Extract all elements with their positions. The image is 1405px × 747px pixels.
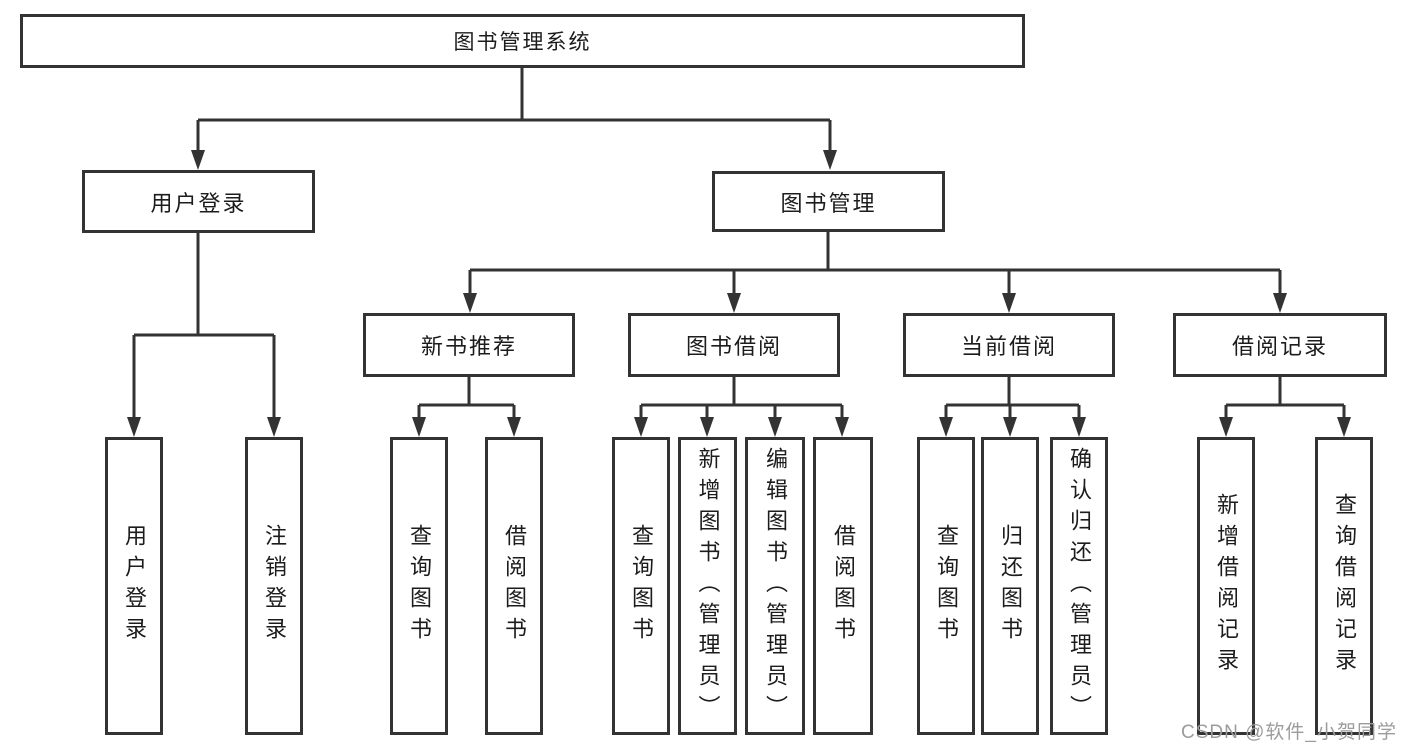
leaf-borrowing-borrow-books: 借阅图书 (813, 437, 873, 735)
node-label: 确认归还（管理员） (1067, 446, 1092, 726)
leaf-user-login: 用户登录 (105, 437, 163, 735)
node-label: 当前借阅 (960, 334, 1057, 359)
leaf-newbook-query-books: 查询图书 (390, 437, 448, 735)
node-label: 图书借阅 (685, 334, 782, 359)
node-label: 图书管理系统 (453, 31, 592, 54)
node-label: 编辑图书（管理员） (763, 446, 788, 726)
node-label: 借阅记录 (1231, 334, 1328, 359)
node-label: 借阅图书 (502, 524, 527, 648)
leaf-logout: 注销登录 (245, 437, 303, 735)
node-label: 借阅图书 (831, 524, 856, 648)
leaf-newbook-borrow-books: 借阅图书 (485, 437, 543, 735)
node-label: 查询图书 (934, 524, 959, 648)
leaf-borrowing-query-books: 查询图书 (612, 437, 670, 735)
node-label: 新增图书（管理员） (695, 446, 721, 726)
node-label: 新增借阅记录 (1214, 493, 1239, 679)
node-new-book-recommend: 新书推荐 (363, 313, 575, 377)
leaf-borrowing-edit-books-admin: 编辑图书（管理员） (745, 437, 805, 735)
node-label: 查询借阅记录 (1332, 493, 1357, 679)
node-label: 归还图书 (998, 524, 1023, 648)
node-label: 新书推荐 (420, 334, 517, 359)
node-current-borrowing: 当前借阅 (903, 313, 1115, 377)
leaf-current-query-books: 查询图书 (917, 437, 975, 735)
node-book-borrowing: 图书借阅 (628, 313, 840, 377)
node-label: 查询图书 (629, 524, 654, 648)
leaf-current-return-books: 归还图书 (981, 437, 1039, 735)
leaf-records-add-record: 新增借阅记录 (1197, 437, 1255, 735)
node-book-management: 图书管理 (712, 171, 945, 232)
node-label: 查询图书 (407, 524, 432, 648)
node-user-login: 用户登录 (82, 170, 315, 233)
leaf-current-confirm-return-admin: 确认归还（管理员） (1050, 437, 1108, 735)
leaf-records-query-record: 查询借阅记录 (1315, 437, 1373, 735)
node-label: 注销登录 (262, 524, 287, 648)
node-borrowing-records: 借阅记录 (1173, 313, 1387, 377)
leaf-borrowing-add-books-admin: 新增图书（管理员） (678, 437, 737, 735)
node-label: 用户登录 (150, 190, 247, 216)
csdn-watermark: CSDN @软件_小贺同学 (1181, 722, 1397, 743)
node-label: 图书管理 (780, 190, 877, 216)
node-system-root: 图书管理系统 (20, 14, 1025, 68)
node-label: 用户登录 (122, 524, 147, 648)
